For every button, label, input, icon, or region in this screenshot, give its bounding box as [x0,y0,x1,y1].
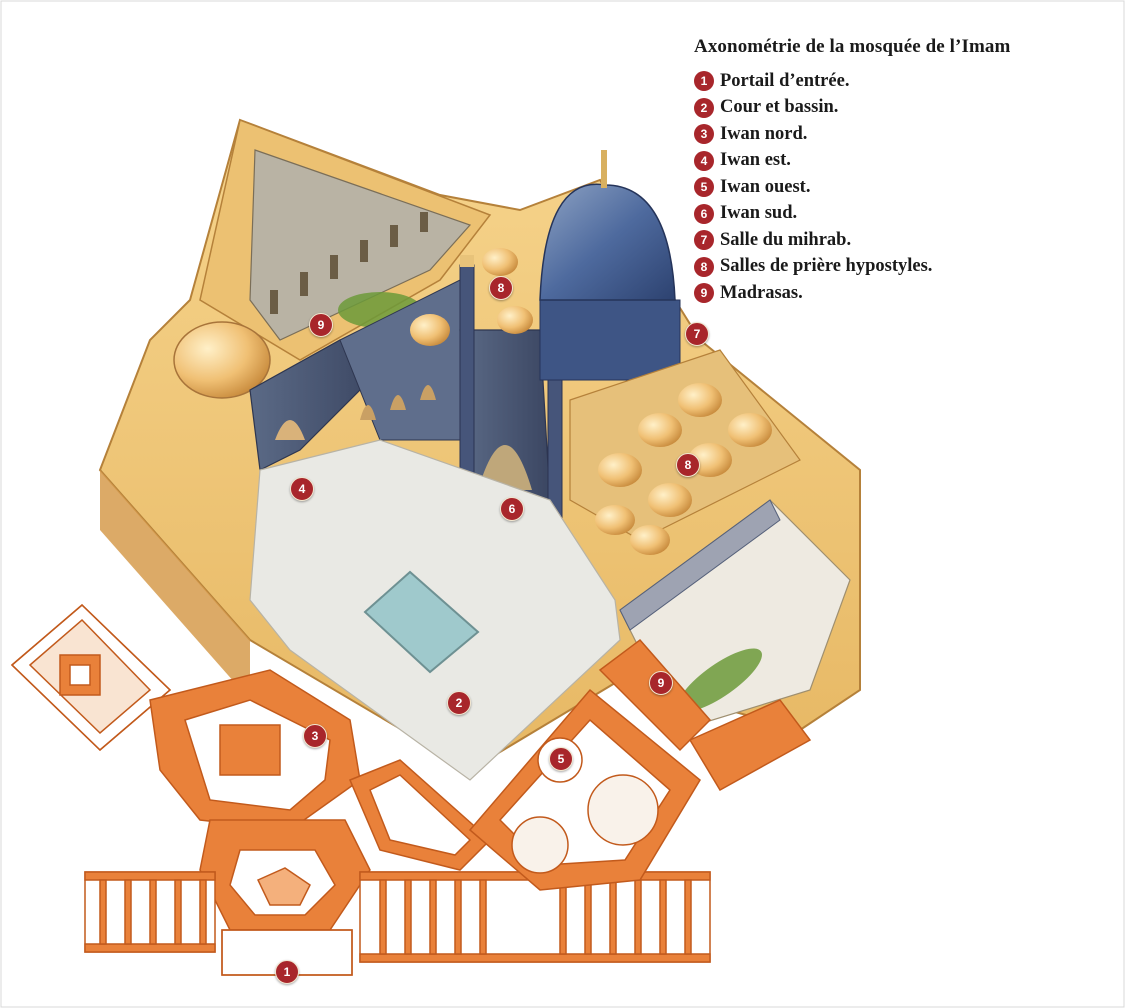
marker-entrance: 1 [275,960,299,984]
legend-item: 7 Salle du mihrab. [694,227,1114,254]
legend-number: 5 [694,177,714,198]
dome-finial [601,150,607,188]
marker-iwan-west: 5 [549,747,573,771]
legend-item: 8 Salles de prière hypostyles. [694,254,1114,281]
hypostyle-hall-east [569,349,801,541]
marker-iwan-south: 6 [500,497,524,521]
north-wall-arches [360,385,436,420]
legend-label: Salles de prière hypostyles. [720,256,933,277]
legend-label: Iwan sud. [720,203,798,224]
legend-label: Cour et bassin. [720,97,839,118]
courtyard-pool [363,570,480,674]
legend-number: 9 [694,283,714,304]
marker-hypostyle-west: 8 [489,276,513,300]
legend-number: 4 [694,150,714,171]
plan-madrasa-west [10,603,172,752]
marker-madrasa-north: 9 [309,313,333,337]
legend: Axonométrie de la mosquée de l’Imam 1 Por… [694,36,1114,307]
legend-label: Salle du mihrab. [720,229,852,250]
legend-item: 6 Iwan sud. [694,201,1114,228]
marker-hypostyle-east: 8 [676,453,700,477]
legend-number: 3 [694,124,714,145]
madrasa-south-arcade [619,499,781,631]
madrasa-south-garden [678,648,762,712]
small-dome-west [173,321,271,399]
legend-label: Iwan nord. [720,123,808,144]
legend-label: Madrasas. [720,282,803,303]
legend-item: 5 Iwan ouest. [694,174,1114,201]
marker-iwan-north: 3 [303,724,327,748]
floor-plan [10,603,812,976]
legend-number: 1 [694,71,714,92]
legend-number: 8 [694,256,714,277]
legend-item: 1 Portail d’entrée. [694,68,1114,95]
marker-iwan-east: 4 [290,477,314,501]
legend-item: 3 Iwan nord. [694,121,1114,148]
building-3d [98,118,861,781]
hypostyle-domes-west [410,248,533,346]
madrasa-north-arches [270,212,428,314]
legend-label: Iwan ouest. [720,176,811,197]
legend-item: 4 Iwan est. [694,148,1114,175]
building-side-face [100,470,250,700]
marker-courtyard: 2 [447,691,471,715]
legend-number: 7 [694,230,714,251]
legend-item: 2 Cour et bassin. [694,95,1114,122]
iwan-east-arch [275,420,305,440]
marker-madrasa-south: 9 [649,671,673,695]
legend-label: Portail d’entrée. [720,70,850,91]
dome-drum [539,299,681,381]
legend-title: Axonométrie de la mosquée de l’Imam [694,36,1011,57]
legend-label: Iwan est. [720,150,791,171]
legend-number: 6 [694,203,714,224]
minaret-left-cap [460,255,474,267]
legend-item: 9 Madrasas. [694,280,1114,307]
legend-number: 2 [694,97,714,118]
marker-mihrab: 7 [685,322,709,346]
